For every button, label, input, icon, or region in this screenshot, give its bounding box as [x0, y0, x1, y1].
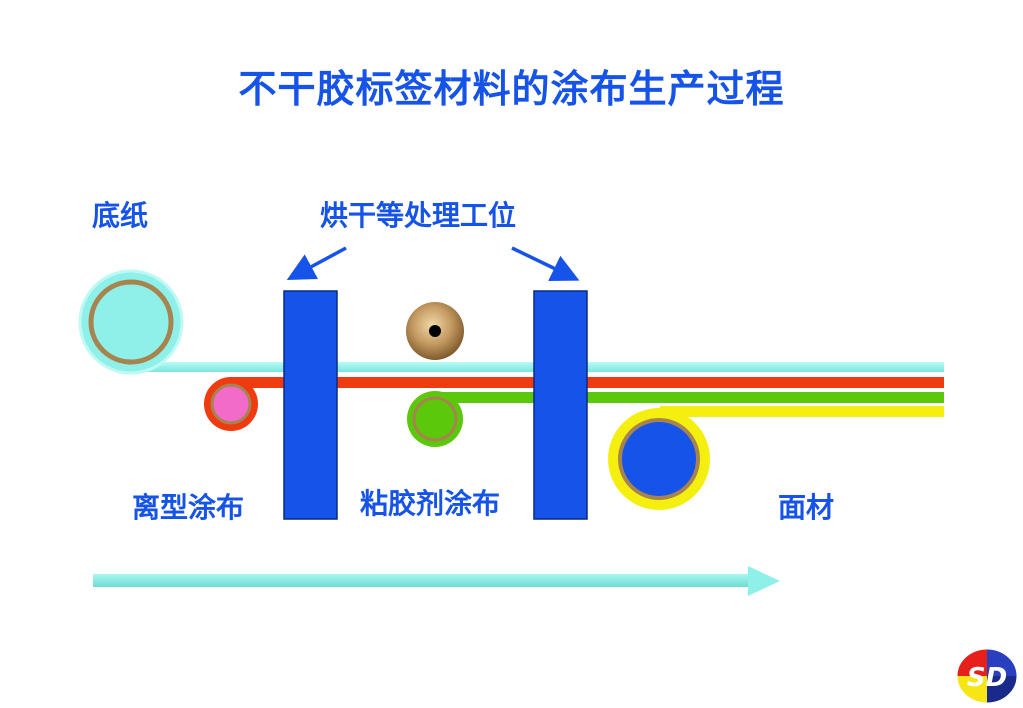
- drying-pointer-arrow-left: [286, 246, 347, 280]
- face-material-roll: [608, 408, 710, 510]
- adhesive-coating-label: 粘胶剂涂布: [360, 487, 501, 520]
- base-paper-label: 底纸: [92, 199, 149, 232]
- release-coating-label: 离型涂布: [132, 491, 245, 524]
- drying-station-1: [283, 290, 338, 520]
- page-title: 不干胶标签材料的涂布生产过程: [238, 67, 785, 111]
- release-coating-roller: [204, 377, 258, 431]
- base-paper-roll: [78, 269, 184, 375]
- adhesive-coating-roller: [407, 391, 463, 447]
- face-material-label: 面材: [778, 491, 835, 524]
- logo-text: SD: [967, 663, 1007, 693]
- drying-station-2: [533, 290, 588, 520]
- drying-pointer-arrow-right: [511, 246, 580, 281]
- drying-station-label: 烘干等处理工位: [320, 199, 517, 232]
- guide-roller: [406, 302, 464, 360]
- adhesive-coating-web: [433, 392, 944, 403]
- process-direction-arrow: [93, 566, 780, 596]
- face-material-web: [660, 406, 944, 417]
- sd-logo: SD: [956, 648, 1018, 704]
